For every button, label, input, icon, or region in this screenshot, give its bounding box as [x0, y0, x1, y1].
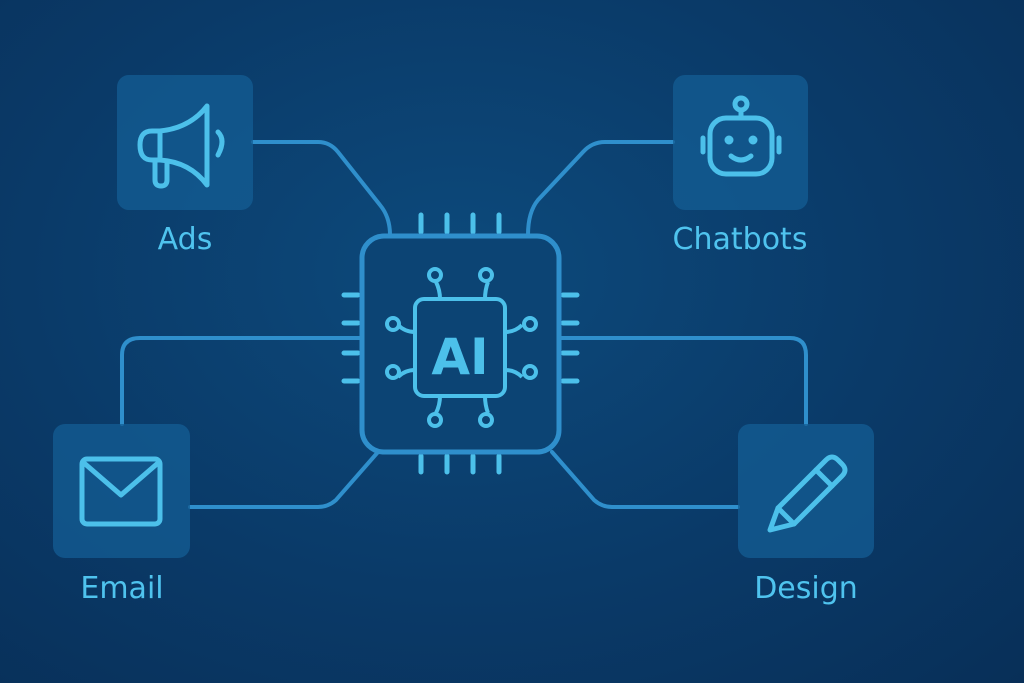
ads-box	[117, 75, 253, 210]
connector-lines	[120, 140, 808, 509]
email-label: Email	[80, 571, 164, 606]
connector-design-bottom	[550, 450, 740, 509]
ads-label: Ads	[157, 222, 213, 257]
connector-email-bottom	[188, 450, 380, 509]
connector-chatbots	[526, 140, 675, 237]
chip-label: AI	[431, 328, 488, 386]
email-box	[53, 424, 190, 558]
chatbots-label: Chatbots	[672, 222, 808, 257]
pencil-icon	[767, 454, 848, 533]
ai-chip	[359, 233, 562, 455]
envelope-icon	[79, 456, 163, 527]
robot-icon	[700, 95, 782, 177]
design-label: Design	[754, 571, 858, 606]
connector-design-top	[558, 336, 808, 426]
chatbots-box	[673, 75, 808, 210]
connector-email-top	[120, 336, 362, 426]
design-box	[738, 424, 874, 558]
connector-ads	[251, 140, 392, 237]
chip-pins	[341, 212, 580, 475]
chip-circuit-icon	[385, 267, 538, 428]
megaphone-icon	[137, 103, 225, 189]
